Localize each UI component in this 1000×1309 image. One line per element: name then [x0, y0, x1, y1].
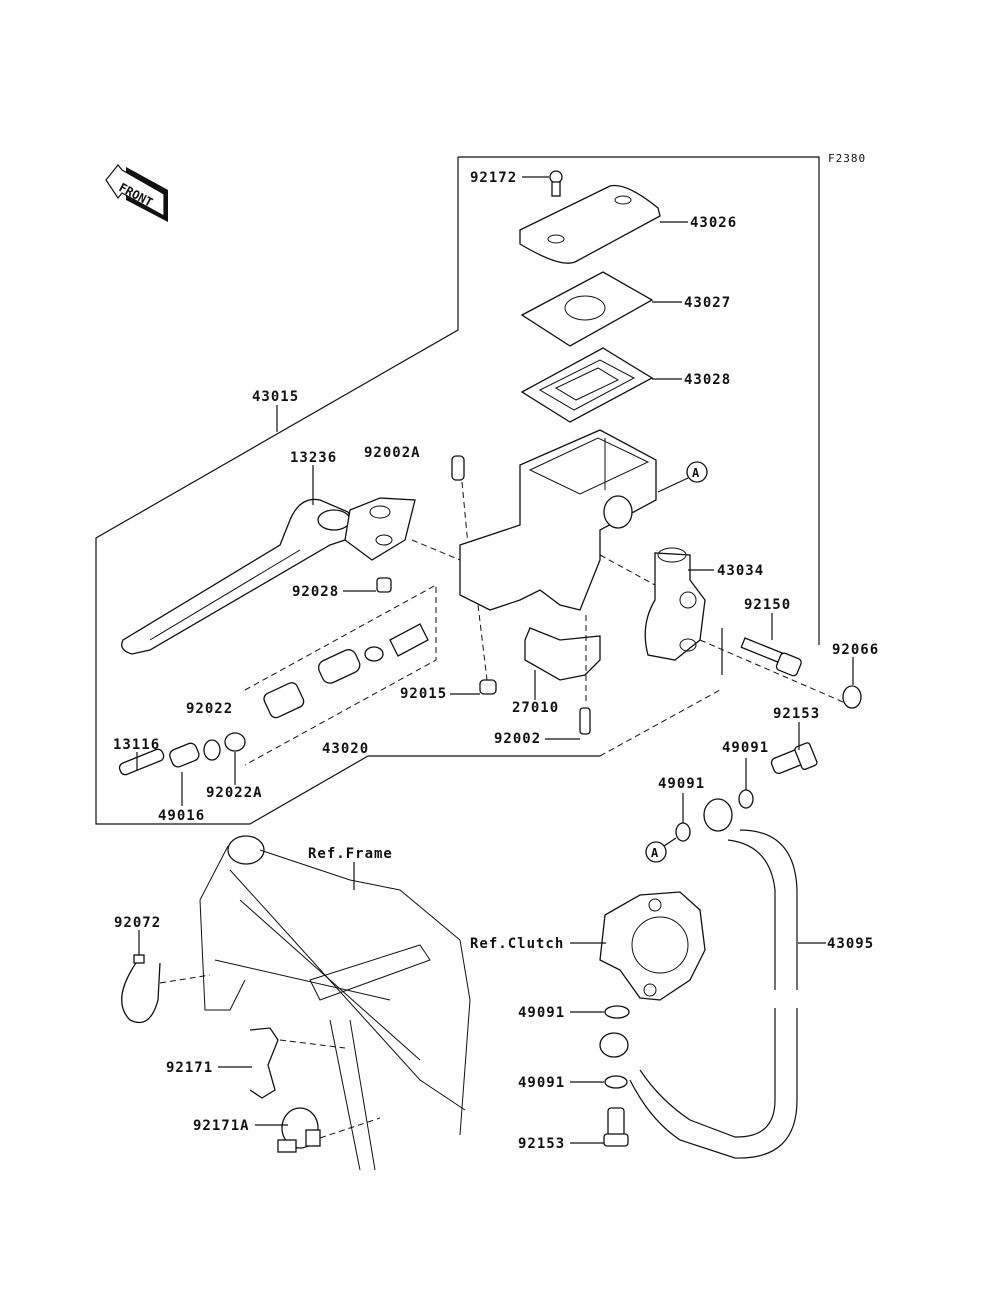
label-13236: 13236 [290, 450, 337, 466]
washer-49091-upper [738, 789, 754, 809]
hose-43095-lower-a [639, 1008, 776, 1138]
reference-marker-a-bottom: A [645, 841, 667, 863]
label-92022: 92022 [186, 701, 233, 717]
label-43015: 43015 [252, 389, 299, 405]
clamp-bolt-92150 [740, 637, 802, 677]
label-92171: 92171 [166, 1060, 213, 1076]
clutch-switch-27010 [524, 627, 601, 681]
label-92153-bottom: 92153 [518, 1136, 565, 1152]
hose-banjo-top [703, 798, 733, 832]
figure-code: F2380 [828, 152, 866, 165]
label-49091-upper: 49091 [722, 740, 769, 756]
hose-43095-upper-a [727, 839, 776, 990]
pivot-bolt-axis [461, 481, 469, 546]
label-43027: 43027 [684, 295, 731, 311]
label-92153-top: 92153 [773, 706, 820, 722]
label-ref-clutch: Ref.Clutch [470, 936, 564, 952]
washer-92022A [224, 732, 246, 752]
label-92172: 92172 [470, 170, 517, 186]
reference-marker-a-top: A [686, 461, 708, 483]
label-92072: 92072 [114, 915, 161, 931]
lever-axis [411, 539, 461, 561]
hose-banjo-bottom [599, 1032, 629, 1058]
bushing-92028 [376, 577, 392, 593]
cap-92015 [479, 679, 497, 695]
cap-92066 [842, 685, 862, 709]
piston-kit-outline [244, 584, 437, 766]
leader-ref-a-bottom [663, 837, 677, 847]
label-43020: 43020 [322, 741, 369, 757]
label-92002A: 92002A [364, 445, 421, 461]
label-92028: 92028 [292, 584, 339, 600]
reservoir-cap-43026 [519, 184, 661, 264]
hose-43095-lower-b [629, 1008, 798, 1159]
label-92015: 92015 [400, 686, 447, 702]
label-43028: 43028 [684, 372, 731, 388]
clamp-holder-43034 [644, 547, 706, 661]
label-49091-lower: 49091 [658, 776, 705, 792]
assembly-outline-43015 [458, 156, 820, 645]
hose-43095-upper-b [739, 829, 798, 990]
clutch-slave-cylinder [599, 891, 706, 1001]
label-92066: 92066 [832, 642, 879, 658]
clamp-92171A-axis [319, 1117, 381, 1139]
clamp-92171 [249, 1027, 279, 1099]
boot-49016 [169, 742, 200, 768]
label-92022A: 92022A [206, 785, 263, 801]
diaphragm-plate-43027 [520, 271, 654, 347]
frame-reference [199, 835, 471, 1171]
front-direction-icon: FRONT [105, 164, 168, 222]
label-49016: 49016 [158, 808, 205, 824]
label-13116: 13116 [113, 737, 160, 753]
band-92072 [121, 959, 161, 1024]
leader-ref-a [657, 477, 689, 493]
master-cylinder-body [459, 429, 657, 611]
outline-43020-lead [249, 755, 369, 825]
screw-92002 [579, 707, 591, 735]
label-92150: 92150 [744, 597, 791, 613]
label-43095: 43095 [827, 936, 874, 952]
banjo-bolt-92153-top [770, 742, 818, 774]
label-43026: 43026 [690, 215, 737, 231]
ref-marker-label: A [651, 846, 659, 860]
label-27010: 27010 [512, 700, 559, 716]
piston-kit-parts [263, 623, 429, 719]
clamp-92171A [277, 1107, 321, 1153]
cap-92015-axis [477, 604, 488, 681]
label-49091-clutch-lower: 49091 [518, 1075, 565, 1091]
washer-49091-lower [675, 822, 691, 842]
band-92072-axis [159, 974, 211, 984]
assembly-outline-left [95, 157, 459, 825]
label-92171A: 92171A [193, 1118, 250, 1134]
label-ref-frame: Ref.Frame [308, 846, 393, 862]
washer-49091-clutch-lower [604, 1075, 628, 1089]
clamp-92171-axis [279, 1039, 346, 1049]
diaphragm-43028 [520, 347, 654, 423]
circlip-92022 [203, 739, 221, 761]
lever-adjuster-92002A [317, 497, 416, 561]
push-rod-13116 [118, 748, 165, 776]
label-49091-clutch-upper: 49091 [518, 1005, 565, 1021]
holder-axis [599, 554, 656, 586]
bolt-axis [699, 639, 851, 706]
washer-49091-clutch-upper [604, 1005, 630, 1019]
ref-marker-label: A [692, 466, 700, 480]
label-92002: 92002 [494, 731, 541, 747]
cap-screw-92172 [549, 170, 563, 197]
pivot-bolt [451, 455, 465, 481]
outline-43020-dash [599, 689, 721, 757]
label-43034: 43034 [717, 563, 764, 579]
banjo-bolt-92153-bottom [603, 1107, 629, 1147]
band-92072-buckle [133, 954, 145, 964]
